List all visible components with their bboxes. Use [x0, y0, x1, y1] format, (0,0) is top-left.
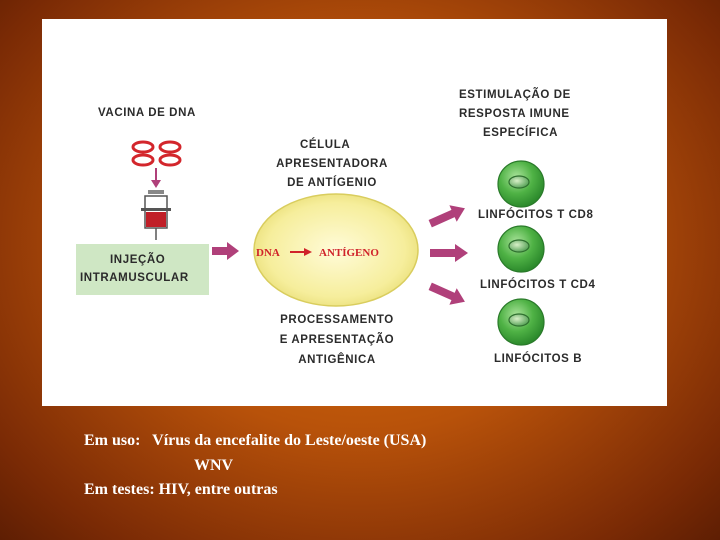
vaccine-label: VACINA DE DNA	[98, 107, 196, 119]
cell-label-cd4: LINFÓCITOS T CD4	[480, 279, 596, 291]
processing-label-line3: ANTIGÊNICA	[298, 354, 376, 366]
syringe-icon	[141, 190, 171, 240]
dna-text: DNA	[256, 247, 280, 259]
lymphocyte-b-cell	[497, 298, 545, 346]
lymphocyte-cd8-cell	[497, 160, 545, 208]
arrow-down-icon	[151, 168, 161, 188]
caption-line2: WNV	[194, 457, 234, 474]
injection-label: INJEÇÃO INTRAMUSCULAR	[80, 251, 189, 287]
caption-line3: Em testes: HIV, entre outras	[84, 481, 278, 498]
processing-label-line2: E APRESENTAÇÃO	[279, 334, 395, 346]
injection-label-line1: INJEÇÃO	[110, 254, 166, 266]
antigen-presenting-cell	[253, 193, 419, 307]
stimulation-label-line1: ESTIMULAÇÃO DE	[459, 89, 571, 101]
injection-box	[76, 244, 209, 295]
antigen-text: ANTÍGENO	[319, 247, 379, 259]
dna-to-antigen-arrow-icon	[290, 248, 312, 256]
arrow-to-apc-icon	[212, 242, 239, 260]
apc-label: CÉLULA APRESENTADORA DE ANTÍGENIO	[256, 136, 408, 193]
injection-label-line2: INTRAMUSCULAR	[80, 272, 189, 284]
apc-label-line1: CÉLULA	[300, 139, 351, 151]
processing-label-line1: PROCESSAMENTO	[280, 314, 394, 326]
cell-label-cd8: LINFÓCITOS T CD8	[478, 209, 594, 221]
lymphocyte-cd4-cell	[497, 225, 545, 273]
stimulation-label: ESTIMULAÇÃO DE RESPOSTA IMUNE ESPECÍFICA	[459, 86, 571, 143]
stimulation-label-line3: ESPECÍFICA	[483, 127, 559, 139]
caption-line1: Em uso: Vírus da encefalite do Leste/oes…	[84, 432, 427, 449]
arrows-to-lymphocytes-icon	[428, 205, 468, 305]
apc-label-line3: DE ANTÍGENIO	[287, 177, 377, 189]
cell-label-b: LINFÓCITOS B	[494, 353, 583, 365]
dna-plasmid-icon	[131, 140, 182, 167]
apc-label-line2: APRESENTADORA	[276, 158, 388, 170]
stimulation-label-line2: RESPOSTA IMUNE	[459, 108, 570, 120]
processing-label: PROCESSAMENTO E APRESENTAÇÃO ANTIGÊNICA	[262, 310, 412, 370]
